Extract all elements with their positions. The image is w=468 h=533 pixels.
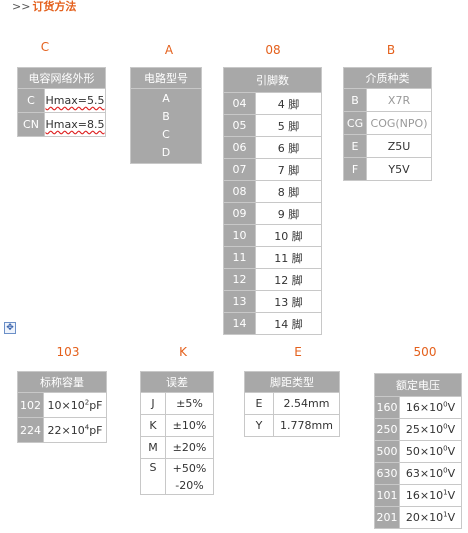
capacity-value: 22×104pF: [43, 417, 107, 443]
title-text: 订货方法: [32, 0, 77, 13]
tolerance-key: S: [140, 458, 166, 495]
move-handle-icon[interactable]: ✥: [4, 322, 16, 334]
pin-value: 4 脚: [255, 92, 322, 115]
pin-value: 8 脚: [255, 180, 322, 203]
voltage-value: 16×100V: [399, 396, 462, 419]
pitch-table-title: 脚距类型: [244, 371, 340, 393]
code-c: C: [40, 40, 50, 54]
capacity-table: 标称容量 102 10×102pF 224 22×104pF: [17, 371, 107, 443]
voltage-key: 201: [374, 506, 400, 529]
voltage-table-title: 额定电压: [374, 373, 462, 397]
shape-value: Hmax=8.5: [44, 112, 106, 137]
pin-key: 05: [223, 114, 256, 137]
pitch-value: 2.54mm: [273, 392, 340, 415]
pin-key: 12: [223, 268, 256, 291]
medium-value: Z5U: [366, 134, 432, 158]
pin-key: 04: [223, 92, 256, 115]
shape-table: 电容网络外形 C Hmax=5.5 CN Hmax=8.5: [17, 67, 106, 137]
pin-value: 14 脚: [255, 312, 322, 335]
capacity-key: 224: [17, 417, 44, 443]
code-103: 103: [56, 345, 80, 359]
circuit-table-title: 电路型号: [130, 67, 202, 89]
voltage-value: 20×101V: [399, 506, 462, 529]
pin-value: 6 脚: [255, 136, 322, 159]
code-k: K: [179, 345, 187, 359]
pin-key: 10: [223, 224, 256, 247]
pitch-value: 1.778mm: [273, 414, 340, 437]
pin-key: 11: [223, 246, 256, 269]
tolerance-value: ±5%: [165, 392, 214, 415]
pin-value: 13 脚: [255, 290, 322, 313]
pitch-key: Y: [244, 414, 274, 437]
tolerance-key: M: [140, 436, 166, 459]
tolerance-key: K: [140, 414, 166, 437]
shape-key: CN: [17, 112, 45, 137]
medium-key: CG: [343, 111, 367, 135]
voltage-value: 63×100V: [399, 462, 462, 485]
pin-value: 7 脚: [255, 158, 322, 181]
medium-value: COG(NPO): [366, 111, 432, 135]
voltage-key: 101: [374, 484, 400, 507]
pin-key: 09: [223, 202, 256, 225]
pitch-key: E: [244, 392, 274, 415]
arrows-glyph: >>: [12, 0, 31, 13]
circuit-item: C: [162, 128, 170, 141]
circuit-item: D: [161, 146, 171, 159]
pin-key: 07: [223, 158, 256, 181]
circuit-item: B: [162, 110, 170, 123]
tolerance-value: ±10%: [165, 414, 214, 437]
voltage-value: 25×100V: [399, 418, 462, 441]
tolerance-table-title: 误差: [140, 371, 214, 393]
tolerance-value: ±20%: [165, 436, 214, 459]
voltage-key: 630: [374, 462, 400, 485]
code-a: A: [164, 43, 174, 57]
pin-key: 08: [223, 180, 256, 203]
shape-key: C: [17, 88, 45, 113]
circuit-table: 电路型号 A B C D: [130, 67, 202, 164]
medium-key: F: [343, 157, 367, 181]
capacity-value: 10×102pF: [43, 392, 107, 418]
voltage-value: 16×101V: [399, 484, 462, 507]
circuit-item: A: [162, 92, 170, 105]
pin-key: 06: [223, 136, 256, 159]
code-b: B: [386, 43, 396, 57]
voltage-value: 50×100V: [399, 440, 462, 463]
pin-value: 10 脚: [255, 224, 322, 247]
tolerance-table: 误差 J±5% K±10% M±20% S +50% -20%: [140, 371, 214, 495]
pin-value: 12 脚: [255, 268, 322, 291]
medium-key: E: [343, 134, 367, 158]
medium-table-title: 介质种类: [343, 67, 432, 89]
pin-value: 5 脚: [255, 114, 322, 137]
medium-value: X7R: [366, 88, 432, 112]
pins-table-title: 引脚数: [223, 67, 322, 93]
pin-value: 11 脚: [255, 246, 322, 269]
medium-value: Y5V: [366, 157, 432, 181]
voltage-key: 160: [374, 396, 400, 419]
pin-value: 9 脚: [255, 202, 322, 225]
code-500: 500: [413, 345, 437, 359]
voltage-key: 250: [374, 418, 400, 441]
circuit-list: A B C D: [130, 88, 202, 164]
capacity-table-title: 标称容量: [17, 371, 107, 393]
pin-key: 13: [223, 290, 256, 313]
tolerance-value: +50% -20%: [165, 458, 214, 495]
capacity-key: 102: [17, 392, 44, 418]
voltage-key: 500: [374, 440, 400, 463]
shape-value: Hmax=5.5: [44, 88, 106, 113]
code-08: 08: [265, 43, 281, 57]
section-title: >>订货方法: [12, 0, 76, 14]
code-e: E: [294, 345, 302, 359]
tolerance-key: J: [140, 392, 166, 415]
pin-key: 14: [223, 312, 256, 335]
shape-table-title: 电容网络外形: [17, 67, 106, 89]
medium-key: B: [343, 88, 367, 112]
